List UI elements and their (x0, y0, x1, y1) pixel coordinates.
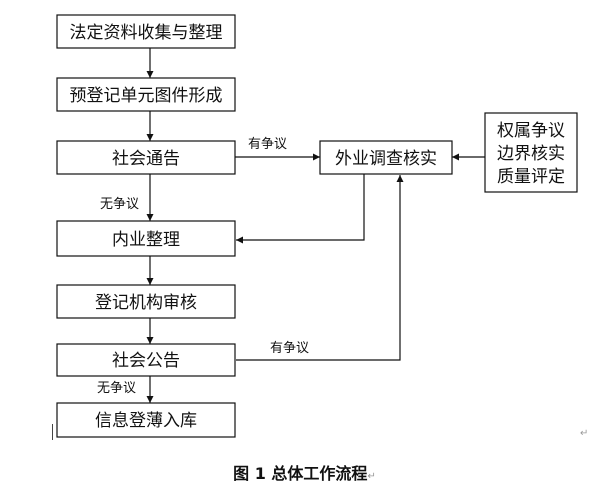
node-archive-label: 信息登薄入库 (95, 411, 197, 431)
node-disputes-line-2: 边界核实 (497, 144, 565, 164)
figure-caption: 图 1 总体工作流程↵ (0, 460, 609, 484)
node-office-box (56, 220, 236, 257)
node-office-label: 内业整理 (112, 230, 180, 250)
edge-label-announce-dispute: 有争议 (270, 341, 309, 356)
flowchart: 有争议 无争议 有争议 无争议 法定资料收集与整理 预登记单元图件形成 社会通告… (56, 14, 578, 438)
node-archive-box (56, 402, 236, 438)
edge-label-notice-nodispute: 无争议 (100, 197, 139, 212)
edge-label-announce-nodispute: 无争议 (97, 381, 136, 396)
paragraph-mark: ↵ (580, 428, 589, 439)
connectors (146, 48, 485, 403)
node-collect-label: 法定资料收集与整理 (70, 23, 223, 43)
node-announce-label: 社会公告 (112, 351, 180, 371)
node-review-box (56, 284, 236, 319)
node-field-survey-box (319, 140, 453, 175)
node-review-label: 登记机构审核 (95, 293, 197, 313)
node-disputes-line-1: 权属争议 (497, 121, 565, 141)
edge-label-notice-dispute: 有争议 (248, 137, 287, 152)
node-announce-box (56, 343, 236, 377)
node-notice-box (56, 140, 236, 175)
node-preregister-box (56, 77, 236, 112)
node-field-survey-label: 外业调查核实 (335, 149, 437, 169)
edge-field-survey-to-office (236, 174, 365, 244)
node-disputes-line-3: 质量评定 (497, 167, 565, 187)
node-collect-box (56, 14, 236, 49)
text-cursor (52, 424, 53, 440)
edge-announce-to-field-survey (236, 175, 404, 361)
node-disputes-box (484, 112, 578, 193)
figure-caption-text: 图 1 总体工作流程 (233, 464, 368, 483)
node-notice-label: 社会通告 (112, 149, 180, 169)
node-preregister-label: 预登记单元图件形成 (70, 86, 223, 106)
caption-paragraph-mark: ↵ (367, 471, 376, 482)
